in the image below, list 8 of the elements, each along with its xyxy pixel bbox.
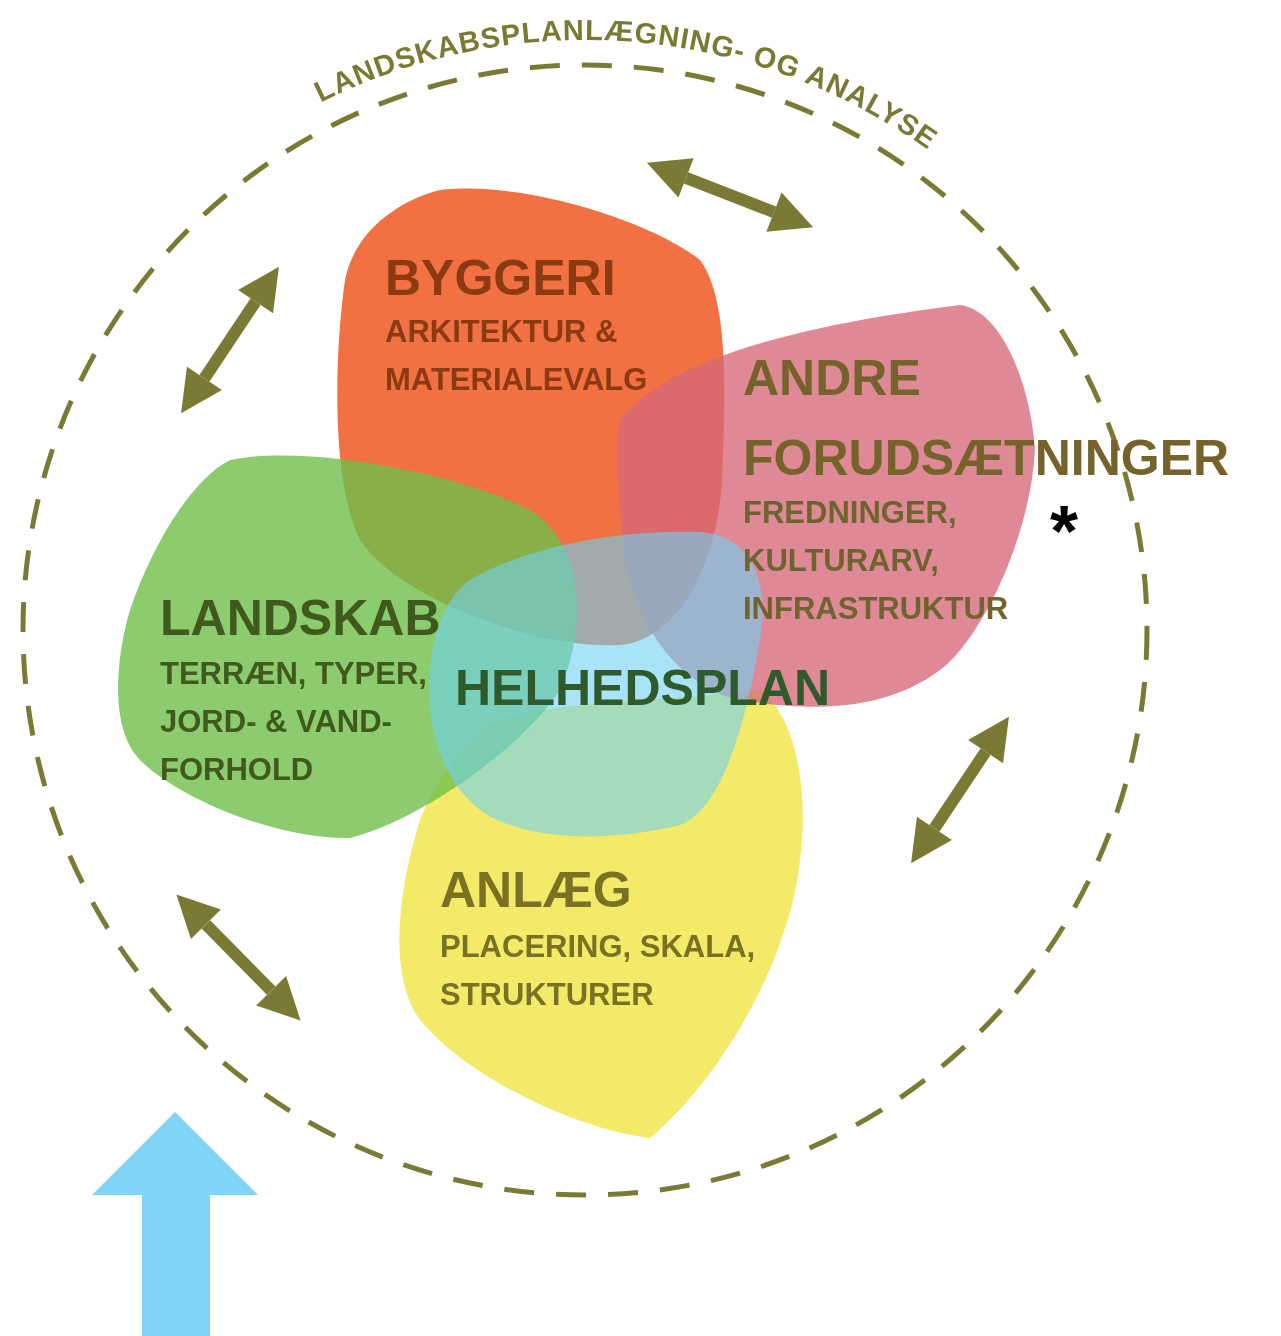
petal-heading: BYGGERI bbox=[385, 249, 617, 308]
petal-heading: ANLÆG bbox=[440, 861, 633, 920]
petal-text: TERRÆN, TYPER, JORD- & VAND- FORHOLD bbox=[160, 655, 428, 789]
petal-text: ARKITEKTUR & MATERIALEVALG bbox=[385, 313, 649, 399]
asterisk-mark: * bbox=[1050, 495, 1079, 567]
petal-heading: LANDSKAB bbox=[160, 589, 442, 648]
petal-text: PLACERING, SKALA, STRUKTURER bbox=[440, 928, 757, 1014]
petal-heading: HELHEDSPLAN bbox=[455, 659, 832, 718]
